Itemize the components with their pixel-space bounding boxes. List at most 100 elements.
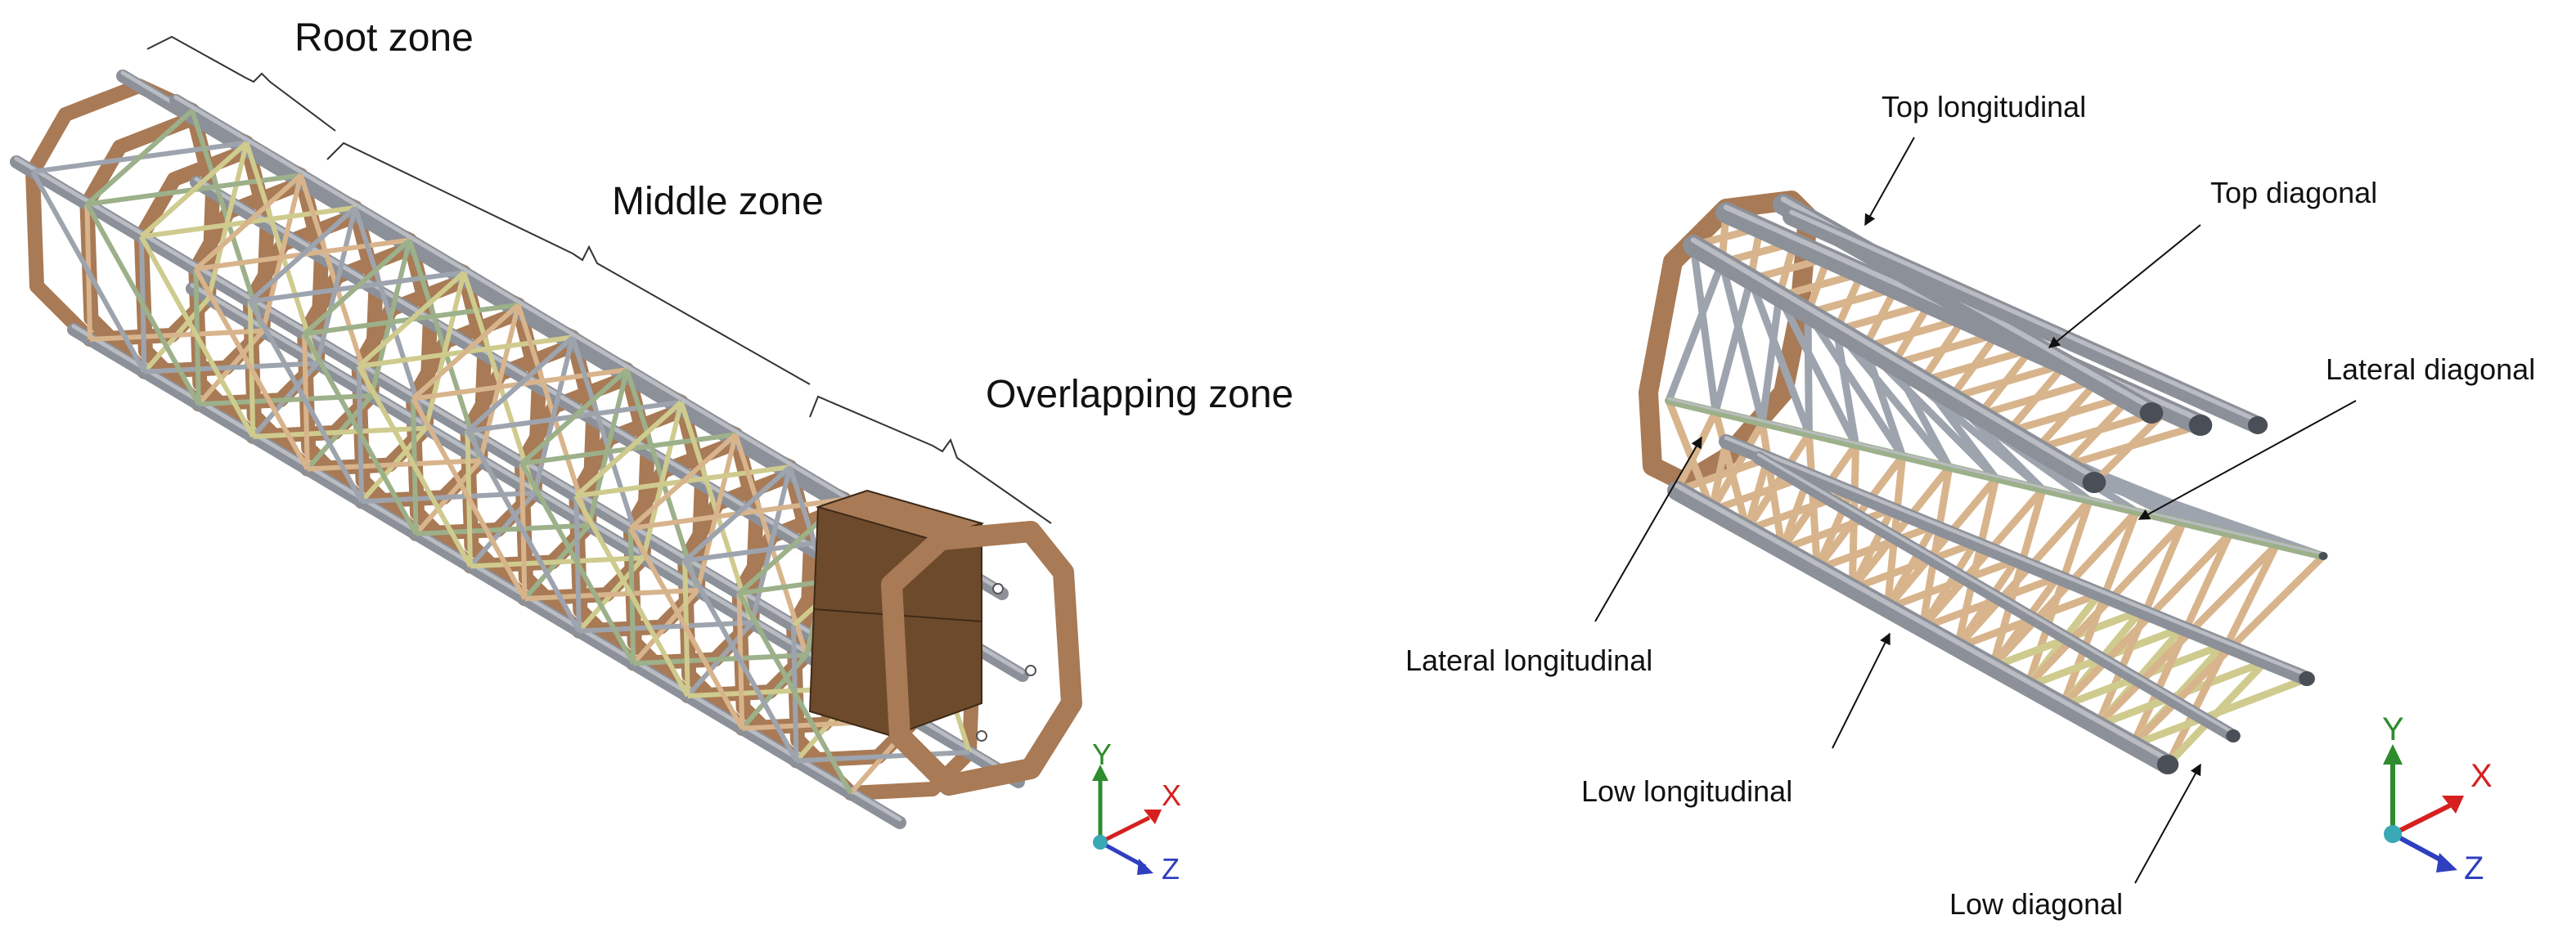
brace-member: [423, 271, 467, 429]
diagonal-brace: [1884, 476, 1999, 611]
brace-member: [260, 174, 303, 332]
brace-member: [193, 267, 310, 471]
top-diagonal-arrow-icon: [2048, 224, 2201, 348]
diagonal-brace: [1665, 261, 1726, 402]
diagonal-brace: [1758, 295, 1783, 424]
brace-member: [573, 494, 690, 698]
brace-member: [206, 141, 250, 299]
brace-member: [314, 207, 358, 364]
diagonal-brace: [1949, 361, 2066, 401]
overlapping-zone-label: Overlapping zone: [986, 373, 1293, 416]
brace-member: [519, 367, 629, 466]
brace-member: [628, 433, 738, 531]
brace-member: [796, 750, 970, 764]
brace-member: [749, 466, 793, 624]
brace-member: [248, 205, 357, 303]
brace-member: [683, 464, 792, 563]
diagonal-brace: [1747, 277, 1813, 436]
diagonal-brace: [1718, 261, 1766, 424]
right-truss-figure: Top longitudinal Top diagonal Lateral di…: [1405, 90, 2535, 921]
brace-member: [478, 304, 521, 461]
diagonal-brace: [1849, 464, 1953, 591]
brace-member: [85, 108, 194, 206]
lateral-longitudinal-arrow-icon: [1594, 436, 1702, 622]
diagonal-brace: [1804, 312, 1813, 434]
tube-highlight: [71, 324, 902, 822]
tube-highlight: [1724, 436, 2309, 677]
y-axis-label: Y: [2382, 711, 2404, 747]
z-axis-arrow-icon: [2436, 853, 2457, 872]
top-longitudinal-arrow-icon: [1864, 137, 1915, 227]
brace-member: [302, 332, 419, 536]
leader-lines: [1594, 137, 2357, 884]
diagonal-brace: [1743, 432, 1813, 532]
brace-member: [30, 170, 147, 374]
brace-member: [470, 555, 644, 569]
z-axis-arrow-icon: [1137, 859, 1153, 875]
low-diagonal-label: Low diagonal: [1949, 887, 2123, 921]
tube-highlight: [1690, 237, 2097, 480]
tube-highlight: [1667, 397, 2325, 555]
diagonal-brace: [1921, 345, 2033, 385]
brace-member: [524, 587, 699, 602]
section-longitudinals: [1665, 194, 2328, 774]
y-axis-label: Y: [1092, 738, 1112, 771]
tube-end-cap: [2188, 415, 2213, 436]
brace-member: [411, 397, 528, 600]
brace-member: [253, 425, 426, 439]
diagonal-brace: [2064, 421, 2202, 469]
brace-member: [574, 400, 683, 498]
right-axis-triad: Y X Z: [2382, 711, 2493, 886]
brace-member: [303, 238, 411, 336]
diagonal-brace: [2025, 520, 2186, 689]
brace-member: [682, 559, 799, 762]
tube-end-cap: [2156, 755, 2179, 774]
y-axis-arrow-icon: [2383, 744, 2403, 765]
brace-member: [361, 490, 535, 505]
middle-zone-brace: [326, 141, 811, 385]
brace-member: [416, 523, 590, 536]
longitudinal-tube: [1665, 397, 2327, 560]
diagonal-brace: [1832, 329, 1860, 446]
brace-member: [411, 303, 520, 401]
brace-member: [194, 173, 303, 271]
left-axis-triad: Y X Z: [1092, 738, 1181, 886]
x-axis-label: X: [2470, 758, 2493, 794]
longitudinal-tube: [1683, 235, 2105, 493]
brace-member: [198, 392, 372, 407]
x-axis-arrow-icon: [2442, 796, 2464, 814]
tube-end-cap: [2247, 416, 2268, 434]
x-axis-label: X: [1162, 778, 1181, 812]
section-end-frame: [1639, 191, 1818, 492]
z-axis-label: Z: [1162, 852, 1180, 886]
brace-member: [465, 335, 574, 433]
root-zone-label: Root zone: [294, 16, 474, 60]
y-axis-arrow-icon: [1092, 765, 1108, 781]
diagonal-brace: [1708, 420, 1766, 513]
low-longitudinal-arrow-icon: [1832, 632, 1890, 749]
brace-member: [465, 429, 582, 633]
root-zone-brace: [146, 35, 336, 132]
diagonal-brace: [2064, 462, 2325, 560]
diagonal-brace: [1978, 375, 2100, 419]
brace-member: [369, 239, 412, 397]
tube-end-cap: [2318, 552, 2328, 560]
brace-member: [532, 336, 575, 494]
low-diagonal-arrow-icon: [2134, 763, 2201, 884]
top-longitudinal-label: Top longitudinal: [1881, 90, 2086, 123]
diagonal-brace: [1989, 509, 2139, 670]
longitudinal-tube: [67, 323, 906, 829]
tube-highlight: [1675, 483, 2170, 762]
brace-member: [519, 462, 636, 665]
brace-member: [89, 328, 263, 342]
tube-end-cap: [2082, 472, 2106, 493]
diagonal-brace: [1892, 330, 1998, 368]
tip-end-frame: [881, 521, 1082, 796]
middle-zone-label: Middle zone: [612, 180, 824, 223]
lateral-diagonal-arrow-icon: [2138, 400, 2357, 520]
tube-end-cap: [2139, 402, 2164, 424]
diagonal-brace: [1711, 278, 1755, 413]
diagonal-brace: [1673, 410, 1720, 492]
brace-member: [356, 365, 473, 567]
diagonal-brace: [1954, 498, 2093, 650]
